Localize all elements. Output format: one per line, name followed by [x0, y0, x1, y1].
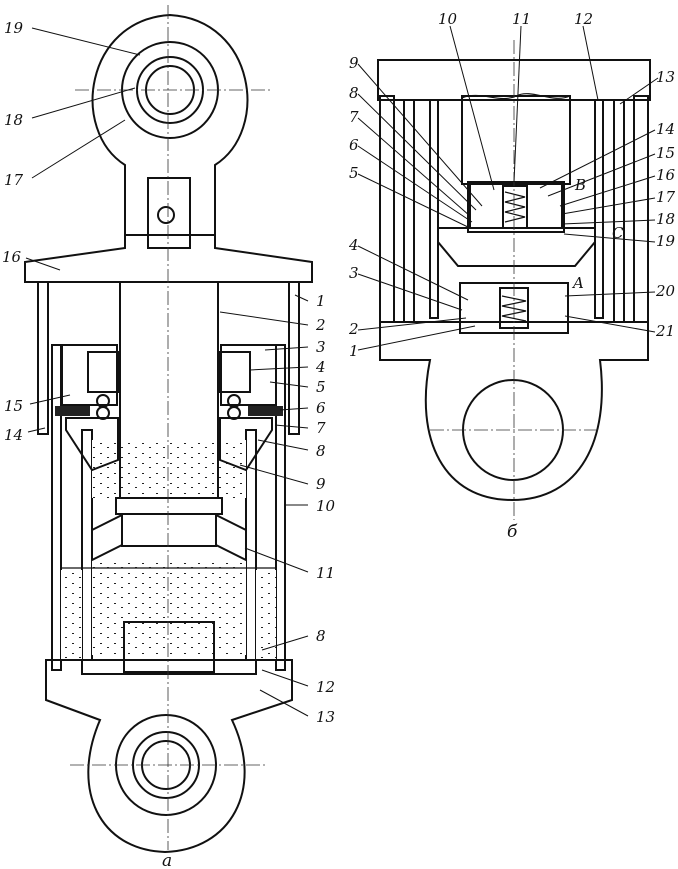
- label-4: 4: [315, 358, 326, 376]
- rod-pin: [157, 206, 175, 224]
- casing-wall-left: [37, 281, 49, 435]
- label-8-lower: 8: [316, 627, 326, 645]
- label-6: 6: [316, 399, 326, 417]
- casing-cover: [24, 234, 313, 283]
- label-11: 11: [316, 564, 335, 582]
- reservoir-tube-right: [275, 344, 286, 671]
- label-17: 17: [4, 171, 24, 189]
- guide-bush-left: [65, 417, 119, 472]
- oil-seal-right: [219, 351, 251, 393]
- r-label-5: 5: [349, 164, 359, 182]
- top-eye-body: [91, 13, 249, 236]
- label-9: 9: [316, 475, 326, 493]
- right-outer-wall-left: [379, 95, 395, 323]
- left-leaders: [25, 27, 309, 717]
- fluid-reservoir-left: [61, 570, 82, 660]
- r-label-15: 15: [656, 144, 675, 162]
- label-16: 16: [2, 248, 22, 266]
- r-label-17: 17: [656, 188, 676, 206]
- label-5: 5: [316, 378, 326, 396]
- right-base: [379, 321, 649, 502]
- label-12: 12: [316, 678, 335, 696]
- left-view: 19 18 17 16 15 14 1 2 3 4 5 6 7 8 9 10 1…: [2, 5, 336, 869]
- piston: [115, 497, 223, 515]
- right-top-plate: [377, 59, 651, 101]
- label-18: 18: [4, 111, 23, 129]
- right-view: 9 8 7 6 5 4 3 2 1 10 11 12 13 14 15 B 16…: [348, 10, 676, 542]
- r-label-A: A: [571, 274, 584, 292]
- caption-right: б: [507, 522, 518, 542]
- right-rod-break: [461, 93, 571, 100]
- r-label-1: 1: [349, 342, 359, 360]
- washer-right: [248, 406, 283, 416]
- right-piston-valve-assembly: [467, 181, 565, 233]
- r-label-3: 3: [349, 264, 359, 282]
- r-label-B: B: [574, 176, 586, 194]
- seal-housing-left: [61, 344, 118, 406]
- r-label-8: 8: [349, 84, 359, 102]
- guide-bush-right: [219, 417, 273, 472]
- right-leaders: [357, 25, 659, 351]
- r-label-C: C: [612, 224, 624, 242]
- right-piston-spring-cavity: [502, 185, 528, 229]
- label-2: 2: [315, 316, 326, 334]
- right-piston-spring: [504, 191, 526, 223]
- fluid-lower: [92, 560, 246, 655]
- label-19: 19: [4, 19, 24, 37]
- piston-valve: [121, 513, 217, 547]
- caption-left: а: [162, 851, 172, 869]
- right-cyl-right: [594, 99, 604, 319]
- rod-stud: [147, 177, 191, 249]
- piston-ring-left: [91, 513, 123, 562]
- r-label-16: 16: [656, 166, 676, 184]
- reservoir-tube-left: [51, 344, 62, 671]
- label-3: 3: [316, 338, 326, 356]
- r-label-14: 14: [656, 120, 675, 138]
- r-label-7: 7: [349, 108, 359, 126]
- r-label-12: 12: [574, 10, 593, 28]
- r-label-4: 4: [348, 236, 359, 254]
- r-label-18: 18: [656, 210, 675, 228]
- label-13: 13: [316, 708, 335, 726]
- label-10: 10: [316, 497, 336, 515]
- right-tube-left: [403, 99, 415, 323]
- r-label-19: 19: [656, 232, 676, 250]
- label-14: 14: [4, 426, 23, 444]
- r-label-20: 20: [655, 282, 676, 300]
- r-label-9: 9: [349, 54, 359, 72]
- r-label-10: 10: [438, 10, 458, 28]
- piston-ring-right: [215, 513, 247, 562]
- r-label-13: 13: [656, 68, 675, 86]
- right-tube-right: [613, 99, 625, 323]
- fluid-reservoir-right: [256, 570, 276, 660]
- bottom-eye-body: [45, 659, 293, 854]
- right-outer-wall-right: [633, 95, 649, 323]
- r-label-6: 6: [349, 136, 359, 154]
- r-label-11: 11: [512, 10, 531, 28]
- label-1: 1: [316, 292, 326, 310]
- bottom-valve: [123, 621, 215, 673]
- cylinder-wall-right: [245, 429, 257, 661]
- washer-left: [55, 406, 90, 416]
- r-label-2: 2: [348, 320, 359, 338]
- cylinder-wall-left: [81, 429, 93, 661]
- label-8-upper: 8: [316, 442, 326, 460]
- fluid-upper: [92, 440, 246, 498]
- right-rod-lower: [469, 183, 563, 229]
- label-7: 7: [316, 419, 326, 437]
- label-15: 15: [4, 397, 23, 415]
- oil-seal-left: [87, 351, 119, 393]
- r-label-21: 21: [655, 322, 675, 340]
- right-piston: [437, 227, 596, 267]
- casing-wall-right: [288, 281, 300, 435]
